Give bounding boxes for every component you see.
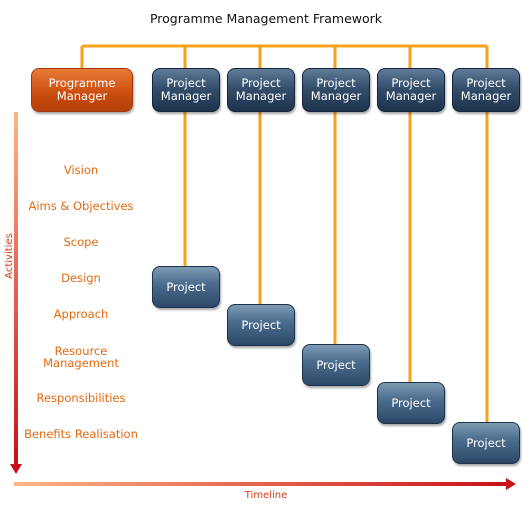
project-manager-box: Project Manager — [152, 68, 220, 112]
activity-vision: Vision — [63, 163, 99, 177]
project-box: Project — [302, 344, 370, 386]
activity-responsibilities: Responsibilities — [36, 391, 126, 405]
activities-axis-arrowhead — [10, 464, 22, 474]
activities-axis — [14, 112, 18, 466]
activity-resource-management: Resource Management — [43, 344, 119, 370]
project-box: Project — [152, 266, 220, 308]
project-box: Project — [377, 382, 445, 424]
activity-design: Design — [61, 271, 101, 285]
activity-aims-objectives: Aims & Objectives — [28, 199, 134, 213]
project-manager-box: Project Manager — [227, 68, 295, 112]
diagram-title: Programme Management Framework — [149, 11, 383, 26]
activity-scope: Scope — [63, 235, 99, 249]
project-manager-box: Project Manager — [302, 68, 370, 112]
project-box: Project — [452, 422, 520, 464]
timeline-axis — [14, 482, 508, 486]
activity-approach: Approach — [53, 307, 109, 321]
timeline-axis-label: Timeline — [244, 490, 288, 501]
project-manager-box: Project Manager — [377, 68, 445, 112]
programme-manager-box: Programme Manager — [31, 68, 133, 112]
project-box: Project — [227, 304, 295, 346]
activity-benefits-realisation: Benefits Realisation — [24, 427, 138, 441]
activities-axis-label: Activities — [4, 233, 15, 279]
project-manager-box: Project Manager — [452, 68, 520, 112]
timeline-axis-arrowhead — [506, 478, 516, 490]
